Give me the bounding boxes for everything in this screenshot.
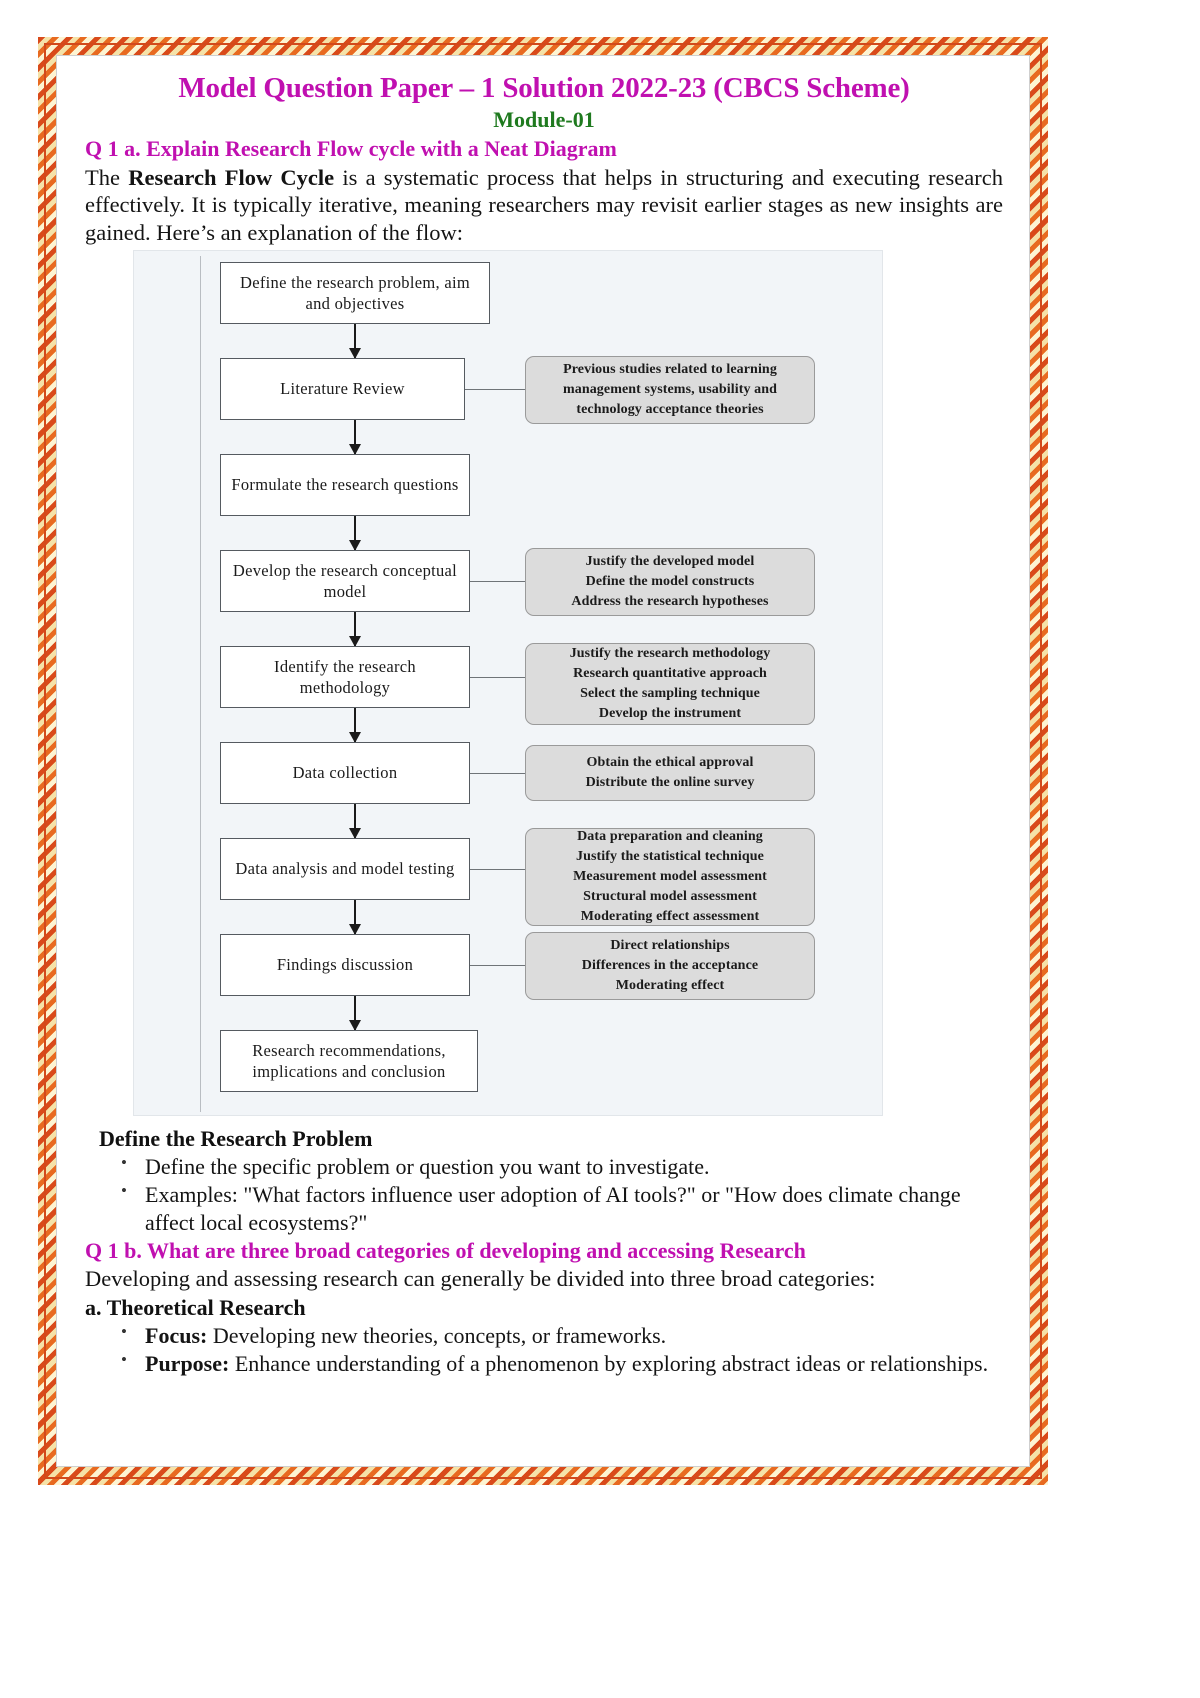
flow-note-analysis: Data preparation and cleaning Justify th… bbox=[525, 828, 815, 927]
note-collection-line-1: Obtain the ethical approval bbox=[586, 755, 754, 771]
define-research-problem-list: Define the specific problem or question … bbox=[85, 1152, 1003, 1236]
note-conceptual-line-1: Justify the developed model bbox=[585, 554, 755, 570]
list-item: Examples: "What factors influence user a… bbox=[121, 1180, 1003, 1236]
flow-node-define: Define the research problem, aim and obj… bbox=[220, 262, 490, 325]
flow-arrow-7 bbox=[354, 900, 357, 935]
flow-connector-analysis bbox=[470, 869, 525, 871]
flow-arrow-3 bbox=[354, 516, 357, 551]
flow-arrow-5 bbox=[354, 708, 357, 743]
note-methodology-line-1: Justify the research methodology bbox=[569, 646, 771, 662]
diagram-left-rule bbox=[200, 256, 201, 1113]
flow-node-findings-label: Findings discussion bbox=[276, 955, 414, 975]
flow-arrow-1 bbox=[354, 324, 357, 359]
note-analysis-line-1: Data preparation and cleaning bbox=[577, 829, 763, 845]
note-methodology-line-4: Develop the instrument bbox=[598, 705, 742, 721]
flow-node-recommendations: Research recommendations, implications a… bbox=[220, 1030, 478, 1093]
diagram-canvas: Define the research problem, aim and obj… bbox=[145, 250, 883, 1116]
bullet-text: Define the specific problem or question … bbox=[145, 1154, 710, 1180]
flow-node-literature: Literature Review bbox=[220, 358, 465, 421]
flow-node-recommendations-label: Research recommendations, implications a… bbox=[252, 1040, 446, 1082]
intro-bold-term: Research Flow Cycle bbox=[128, 164, 335, 190]
page-title: Model Question Paper – 1 Solution 2022-2… bbox=[178, 72, 910, 104]
flow-note-collection: Obtain the ethical approval Distribute t… bbox=[525, 745, 815, 802]
note-methodology-line-2: Research quantitative approach bbox=[573, 666, 767, 682]
flow-node-collection-label: Data collection bbox=[292, 763, 398, 783]
note-collection-line-2: Distribute the online survey bbox=[585, 775, 755, 791]
flow-node-methodology: Identify the research methodology bbox=[220, 646, 470, 709]
note-analysis-line-3: Measurement model assessment bbox=[573, 869, 767, 885]
note-literature-line-3: technology acceptance theories bbox=[576, 401, 764, 417]
flow-node-conceptual-label: Develop the research conceptual model bbox=[232, 560, 458, 602]
flow-note-findings: Direct relationships Differences in the … bbox=[525, 932, 815, 1001]
bullet-text: Enhance understanding of a phenomenon by… bbox=[229, 1350, 989, 1376]
flow-node-findings: Findings discussion bbox=[220, 934, 470, 997]
page-content-area: Model Question Paper – 1 Solution 2022-2… bbox=[56, 55, 1030, 1467]
flow-connector-conceptual bbox=[470, 581, 525, 583]
flow-arrow-6 bbox=[354, 804, 357, 839]
module-subtitle: Module-01 bbox=[493, 107, 595, 133]
question-1a-intro-paragraph: The Research Flow Cycle is a systematic … bbox=[85, 164, 1003, 246]
flow-node-literature-label: Literature Review bbox=[280, 379, 405, 399]
note-methodology-line-3: Select the sampling technique bbox=[580, 686, 760, 702]
flow-node-analysis-label: Data analysis and model testing bbox=[235, 859, 455, 879]
note-conceptual-line-2: Define the model constructs bbox=[585, 574, 755, 590]
category-a-heading: a. Theoretical Research bbox=[85, 1294, 306, 1320]
category-a-list: Focus: Developing new theories, concepts… bbox=[85, 1321, 1003, 1378]
document-page: Model Question Paper – 1 Solution 2022-2… bbox=[38, 37, 1048, 1485]
question-1b-heading: Q 1 b. What are three broad categories o… bbox=[85, 1237, 806, 1263]
note-analysis-line-4: Structural model assessment bbox=[583, 888, 757, 904]
flow-arrow-8 bbox=[354, 996, 357, 1031]
flow-connector-findings bbox=[470, 965, 525, 967]
bullet-text: Developing new theories, concepts, or fr… bbox=[207, 1322, 667, 1348]
flow-node-conceptual: Develop the research conceptual model bbox=[220, 550, 470, 613]
list-item: Purpose: Enhance understanding of a phen… bbox=[121, 1349, 1003, 1377]
flow-node-formulate-label: Formulate the research questions bbox=[231, 475, 459, 495]
document-body: Model Question Paper – 1 Solution 2022-2… bbox=[57, 56, 1029, 1466]
note-analysis-line-5: Moderating effect assessment bbox=[580, 908, 760, 924]
flow-arrow-2 bbox=[354, 420, 357, 455]
flow-connector-methodology bbox=[470, 677, 525, 679]
question-1b-intro-paragraph: Developing and assessing research can ge… bbox=[85, 1266, 876, 1292]
flow-node-methodology-label: Identify the research methodology bbox=[274, 656, 416, 698]
research-flow-cycle-diagram: Define the research problem, aim and obj… bbox=[133, 250, 893, 1123]
flow-node-analysis: Data analysis and model testing bbox=[220, 838, 470, 901]
note-findings-line-1: Direct relationships bbox=[610, 938, 730, 954]
bullet-label: Focus: bbox=[145, 1322, 208, 1348]
flow-connector-literature bbox=[465, 389, 525, 391]
flow-node-define-label: Define the research problem, aim and obj… bbox=[240, 272, 470, 314]
note-analysis-line-2: Justify the statistical technique bbox=[575, 849, 764, 865]
question-1a-heading: Q 1 a. Explain Research Flow cycle with … bbox=[85, 136, 617, 162]
bullet-text: Examples: "What factors influence user a… bbox=[145, 1182, 961, 1235]
flow-connector-collection bbox=[470, 773, 525, 775]
list-item: Define the specific problem or question … bbox=[121, 1152, 1003, 1180]
flow-node-collection: Data collection bbox=[220, 742, 470, 805]
intro-lead: The bbox=[85, 164, 129, 190]
note-literature-line-2: management systems, usability and bbox=[562, 382, 778, 398]
bullet-label: Purpose: bbox=[145, 1350, 230, 1376]
flow-note-literature: Previous studies related to learning man… bbox=[525, 356, 815, 425]
flow-note-methodology: Justify the research methodology Researc… bbox=[525, 643, 815, 726]
note-findings-line-2: Differences in the acceptance bbox=[581, 958, 759, 974]
note-findings-line-3: Moderating effect bbox=[615, 977, 725, 993]
list-item: Focus: Developing new theories, concepts… bbox=[121, 1321, 1003, 1349]
flow-node-formulate: Formulate the research questions bbox=[220, 454, 470, 517]
note-literature-line-1: Previous studies related to learning bbox=[563, 362, 777, 378]
note-conceptual-line-3: Address the research hypotheses bbox=[571, 593, 769, 609]
flow-note-conceptual: Justify the developed model Define the m… bbox=[525, 548, 815, 617]
flow-arrow-4 bbox=[354, 612, 357, 647]
define-research-problem-heading: Define the Research Problem bbox=[99, 1126, 373, 1152]
intro-rest: is a systematic process that helps in st… bbox=[85, 164, 1004, 245]
